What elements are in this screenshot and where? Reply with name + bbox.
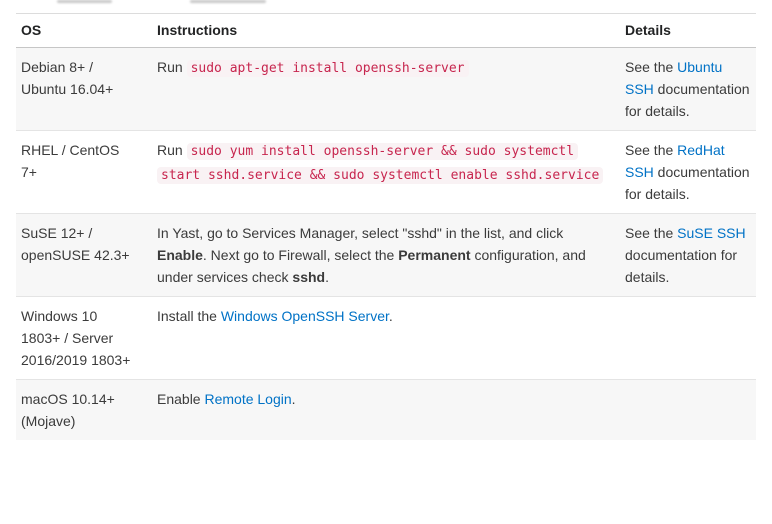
instructions-cell: In Yast, go to Services Manager, select …: [152, 213, 620, 297]
table-row: Debian 8+ / Ubuntu 16.04+ Run sudo apt-ge…: [16, 47, 756, 131]
text-segment: Enable: [157, 391, 205, 407]
text-segment: See the: [625, 225, 678, 241]
details-cell: See the RedHat SSH documentation for det…: [620, 130, 756, 214]
cropped-text-fragment: [57, 0, 112, 3]
details-cell: See the Ubuntu SSH documentation for det…: [620, 48, 756, 131]
text-segment: .: [388, 308, 393, 324]
inline-code: sudo apt-get install openssh-server: [186, 60, 469, 77]
text-segment: In Yast, go to Services Manager, select …: [157, 225, 564, 241]
table-header: OS Instructions Details: [16, 13, 756, 48]
os-cell: SuSE 12+ / openSUSE 42.3+: [16, 213, 152, 297]
text-segment: .: [325, 269, 329, 285]
bold-text: Enable: [157, 247, 203, 263]
suse-ssh-docs-link[interactable]: SuSE SSH: [677, 225, 746, 241]
instructions-cell: Run sudo yum install openssh-server && s…: [152, 130, 620, 214]
instructions-cell: Install the Windows OpenSSH Server.: [152, 296, 620, 380]
inline-code: sudo yum install openssh-server && sudo …: [157, 143, 604, 184]
text-segment: configuration, and under services check: [157, 247, 586, 285]
text-segment: Install the: [157, 308, 221, 324]
windows-openssh-server-link[interactable]: Windows OpenSSH Server: [220, 308, 389, 324]
details-cell: See the SuSE SSH documentation for detai…: [620, 213, 756, 297]
details-cell: [620, 296, 756, 380]
column-header-details: Details: [620, 13, 756, 48]
table-row: RHEL / CentOS 7+Run sudo yum install ope…: [16, 130, 756, 214]
header-row: OS Instructions Details: [16, 13, 756, 48]
os-cell: Windows 10 1803+ / Server 2016/2019 1803…: [16, 296, 152, 380]
os-cell: Debian 8+ / Ubuntu 16.04+: [21, 59, 114, 97]
text-segment: Run: [157, 59, 187, 75]
text-segment: Run: [157, 142, 187, 158]
text-segment: documentation for details.: [625, 81, 750, 119]
table-row: macOS 10.14+ (Mojave)Enable Remote Login…: [16, 379, 756, 440]
os-cell: macOS 10.14+ (Mojave): [16, 379, 152, 440]
text-segment: See the: [625, 142, 678, 158]
text-segment: documentation for details.: [625, 247, 738, 285]
docs-page: OS Instructions Details Debian 8+ / Ubun…: [16, 0, 756, 440]
ubuntu-ssh-docs-link[interactable]: Ubuntu SSH: [625, 59, 723, 97]
cropped-text-fragment: [190, 0, 266, 3]
table-row: Windows 10 1803+ / Server 2016/2019 1803…: [16, 296, 756, 380]
remote-login-link[interactable]: Remote Login: [204, 391, 292, 407]
text-segment: See the: [625, 59, 678, 75]
column-header-os: OS: [16, 13, 152, 48]
cropped-text-remnant: [16, 0, 756, 5]
text-segment: .: [291, 391, 296, 407]
bold-text: sshd: [292, 269, 326, 285]
ssh-server-install-table: OS Instructions Details Debian 8+ / Ubun…: [16, 13, 756, 440]
instructions-cell: Enable Remote Login.: [152, 379, 620, 440]
column-header-instructions: Instructions: [152, 13, 620, 48]
table-row: SuSE 12+ / openSUSE 42.3+ In Yast, go to …: [16, 213, 756, 297]
os-cell: RHEL / CentOS 7+: [16, 130, 152, 214]
text-segment: documentation for details.: [625, 164, 750, 202]
table-body: Debian 8+ / Ubuntu 16.04+ Run sudo apt-ge…: [16, 47, 756, 440]
details-cell: [620, 379, 756, 440]
bold-text: Permanent: [398, 247, 471, 263]
redhat-ssh-docs-link[interactable]: RedHat SSH: [625, 142, 725, 180]
instructions-cell: Run sudo apt-get install openssh-server: [152, 48, 620, 131]
text-segment: . Next go to Firewall, select the: [202, 247, 399, 263]
